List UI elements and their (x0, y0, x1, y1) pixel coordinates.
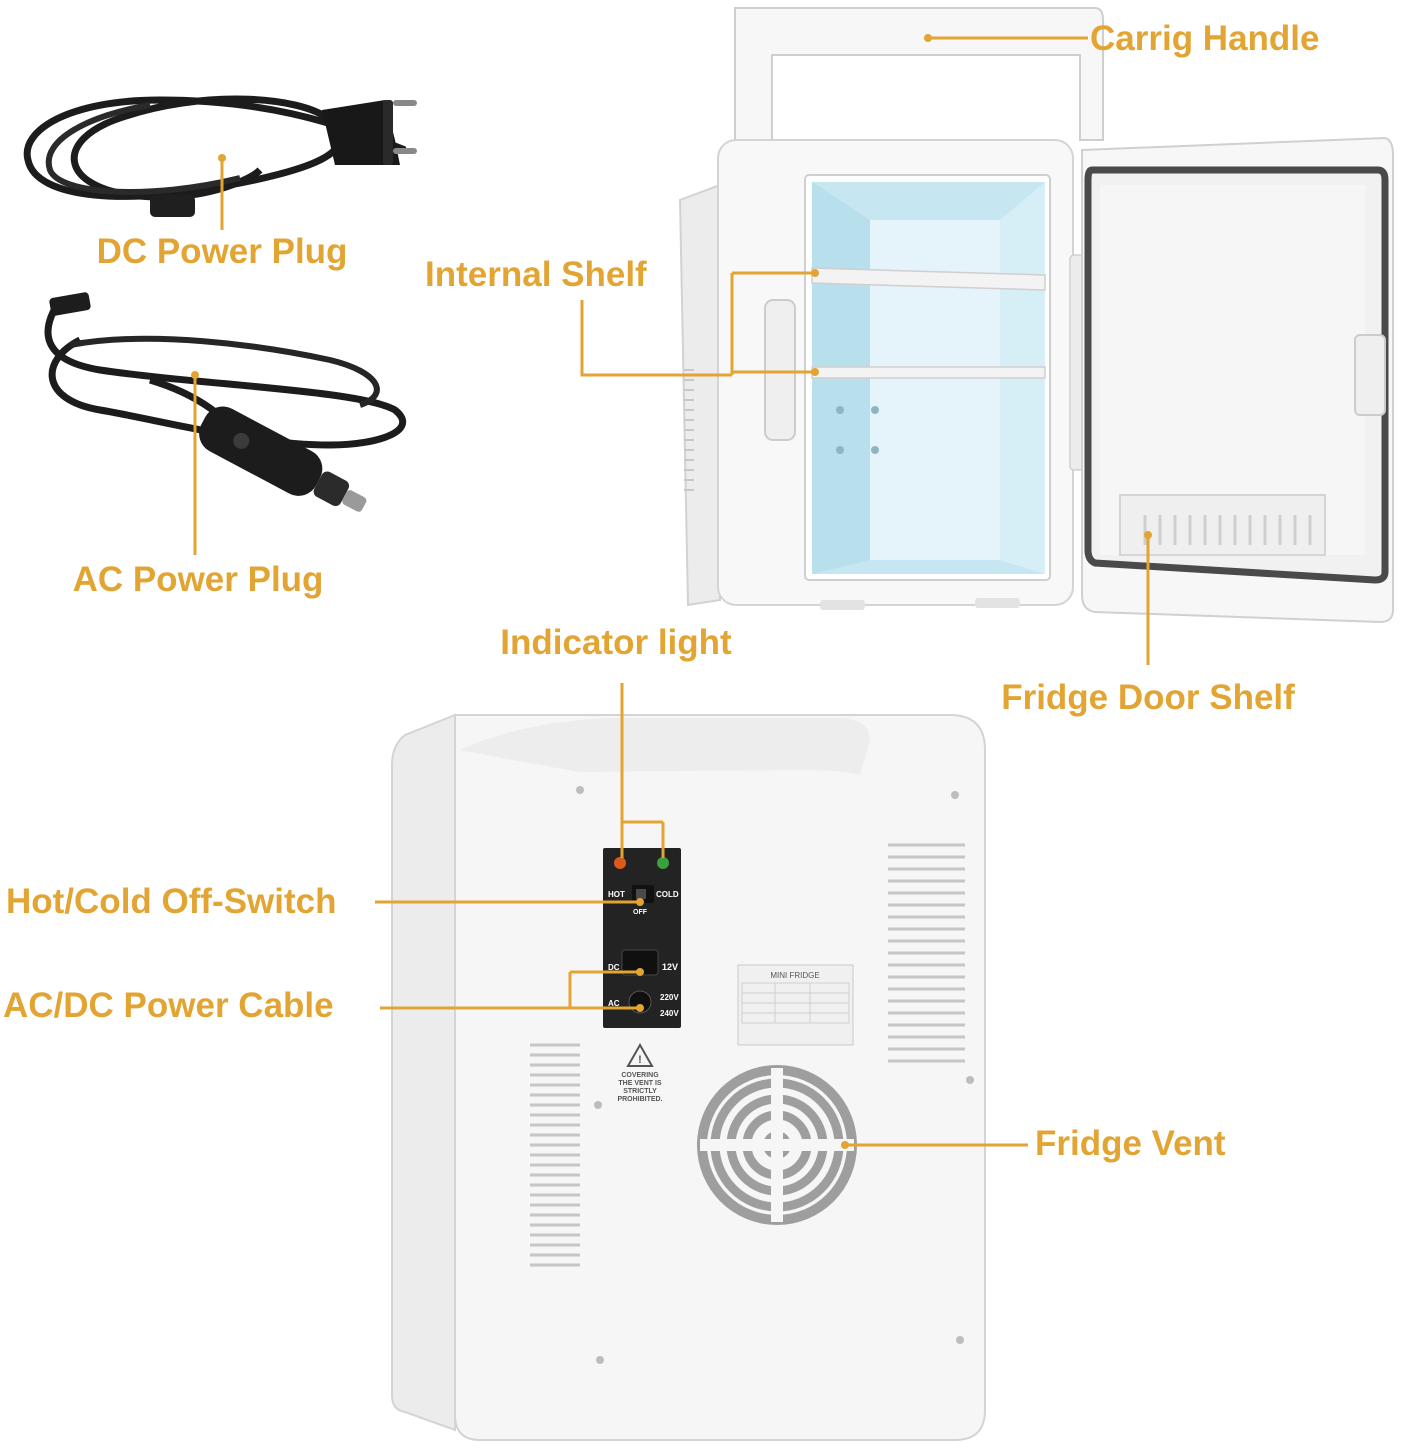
fridge-front-image (678, 7, 1394, 624)
leader-internal-shelf (580, 271, 815, 377)
warning-line-2: THE VENT IS (618, 1080, 662, 1087)
panel-hot-label: HOT (608, 890, 625, 899)
warning-line-4: PROHIBITED. (617, 1096, 662, 1103)
panel-ac-label: AC (608, 999, 620, 1008)
panel-dc-label: DC (608, 963, 620, 972)
callout-internal-shelf: Internal Shelf (425, 255, 647, 294)
warning-line-3: STRICTLY (623, 1088, 657, 1095)
callout-ac-power-plug: AC Power Plug (72, 560, 324, 599)
callout-fridge-door-shelf: Fridge Door Shelf (1001, 678, 1295, 717)
fridge-back-image: ! (391, 713, 986, 1441)
callout-dc-power-plug: DC Power Plug (96, 232, 348, 271)
panel-240v-label: 240V (660, 1009, 679, 1018)
rating-label-title: MINI FRIDGE (770, 971, 819, 980)
svg-text:!: ! (638, 1054, 642, 1066)
panel-text: HOT COLD OFF DC 12V AC 220V 240V COVERIN… (608, 890, 820, 1103)
callout-carry-handle: Carrig Handle (1090, 19, 1320, 58)
callout-fridge-vent: Fridge Vent (1035, 1124, 1226, 1163)
panel-cold-label: COLD (656, 890, 679, 899)
leader-indicator-light (620, 683, 665, 858)
leader-power-cable (380, 970, 640, 1010)
callout-hot-cold-switch: Hot/Cold Off-Switch (6, 882, 337, 921)
ac-cable-image (44, 292, 406, 512)
panel-220v-label: 220V (660, 993, 679, 1002)
panel-off-label: OFF (633, 909, 648, 916)
callout-ac-dc-power-cable: AC/DC Power Cable (3, 986, 334, 1025)
dc-cable-image (23, 95, 417, 217)
warning-line-1: COVERING (621, 1072, 659, 1079)
callout-indicator-light: Indicator light (500, 623, 732, 662)
leader-lines (191, 34, 1152, 1149)
panel-12v-label: 12V (662, 962, 678, 972)
